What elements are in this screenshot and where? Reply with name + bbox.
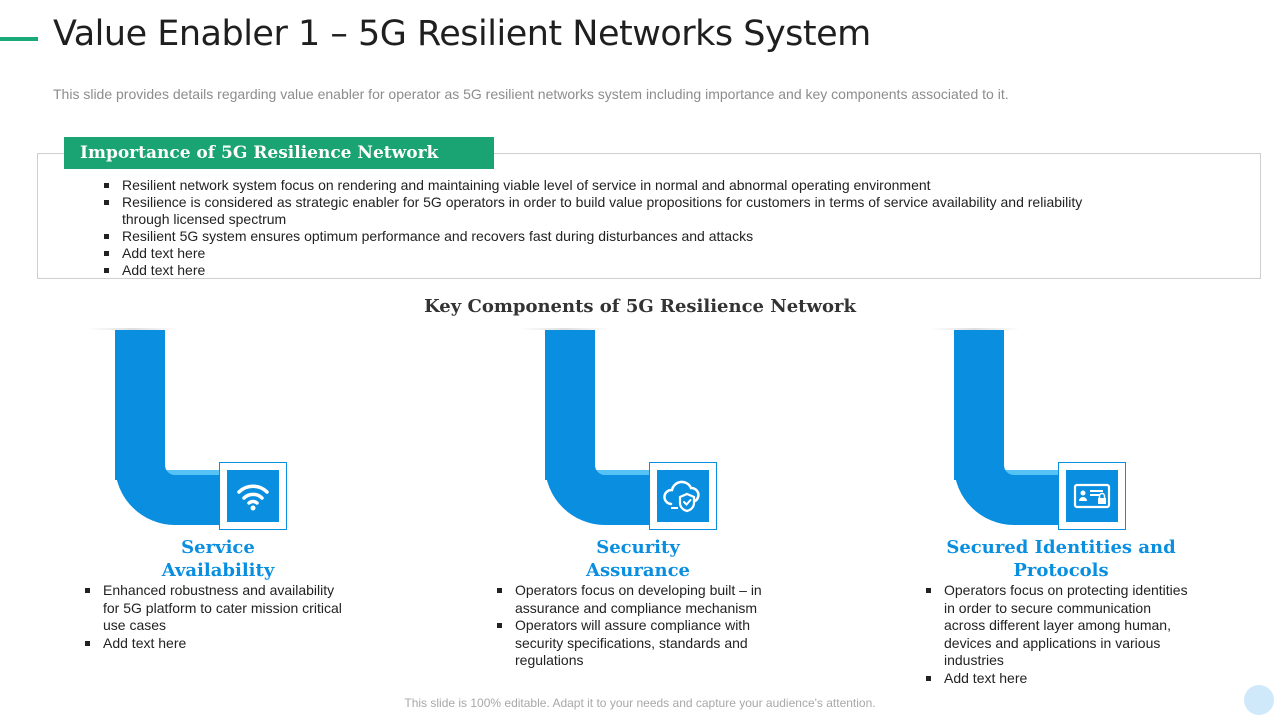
importance-header: Importance of 5G Resilience Network bbox=[64, 137, 494, 169]
component-bullet: Add text here bbox=[85, 635, 350, 653]
icon-frame bbox=[1058, 462, 1126, 530]
slide-footer: This slide is 100% editable. Adapt it to… bbox=[404, 696, 876, 710]
importance-list: Resilient network system focus on render… bbox=[104, 177, 1104, 279]
component-title: Secured Identities and Protocols bbox=[943, 536, 1179, 582]
icon-frame bbox=[219, 462, 287, 530]
component-title: Service Availability bbox=[118, 536, 318, 582]
id-card-icon bbox=[1066, 470, 1118, 522]
importance-box bbox=[37, 153, 1261, 279]
importance-item: Resilience is considered as strategic en… bbox=[104, 194, 1104, 228]
key-components-title: Key Components of 5G Resilience Network bbox=[424, 296, 856, 317]
component-title-line: Service bbox=[181, 537, 255, 558]
divider-line bbox=[520, 328, 610, 330]
component-secured-identities: Secured Identities and Protocols Operato… bbox=[839, 330, 1199, 710]
divider-line bbox=[88, 328, 178, 330]
slide-subtitle: This slide provides details regarding va… bbox=[53, 86, 1009, 102]
title-accent-line bbox=[0, 37, 38, 41]
importance-item: Resilient 5G system ensures optimum perf… bbox=[104, 228, 1104, 245]
component-bullet: Operators focus on protecting identities… bbox=[926, 582, 1191, 670]
connector-curve bbox=[115, 450, 225, 525]
component-title-line: Assurance bbox=[586, 560, 690, 581]
component-bullets: Enhanced robustness and availability for… bbox=[85, 582, 350, 652]
divider-line bbox=[930, 328, 1020, 330]
connector-curve bbox=[545, 450, 655, 525]
component-security-assurance: Security Assurance Operators focus on de… bbox=[430, 330, 790, 710]
importance-item: Add text here bbox=[104, 245, 1104, 262]
component-service-availability: Service Availability Enhanced robustness… bbox=[0, 330, 360, 710]
component-bullet: Enhanced robustness and availability for… bbox=[85, 582, 350, 635]
component-title-line: Security bbox=[596, 537, 680, 558]
corner-decoration bbox=[1244, 685, 1274, 715]
icon-frame bbox=[649, 462, 717, 530]
importance-item: Resilient network system focus on render… bbox=[104, 177, 1104, 194]
component-title: Security Assurance bbox=[538, 536, 738, 582]
connector-curve bbox=[954, 450, 1064, 525]
cloud-shield-icon bbox=[657, 470, 709, 522]
component-bullet: Operators will assure compliance with se… bbox=[497, 617, 777, 670]
importance-item: Add text here bbox=[104, 262, 1104, 279]
component-title-line: Availability bbox=[161, 560, 275, 581]
component-bullets: Operators focus on developing built – in… bbox=[497, 582, 777, 670]
wifi-icon bbox=[227, 470, 279, 522]
component-bullet: Add text here bbox=[926, 670, 1191, 688]
component-title-line: Secured Identities and bbox=[946, 537, 1176, 558]
component-bullets: Operators focus on protecting identities… bbox=[926, 582, 1191, 688]
component-title-line: Protocols bbox=[1013, 560, 1109, 581]
slide-title: Value Enabler 1 – 5G Resilient Networks … bbox=[53, 14, 871, 54]
component-bullet: Operators focus on developing built – in… bbox=[497, 582, 777, 617]
